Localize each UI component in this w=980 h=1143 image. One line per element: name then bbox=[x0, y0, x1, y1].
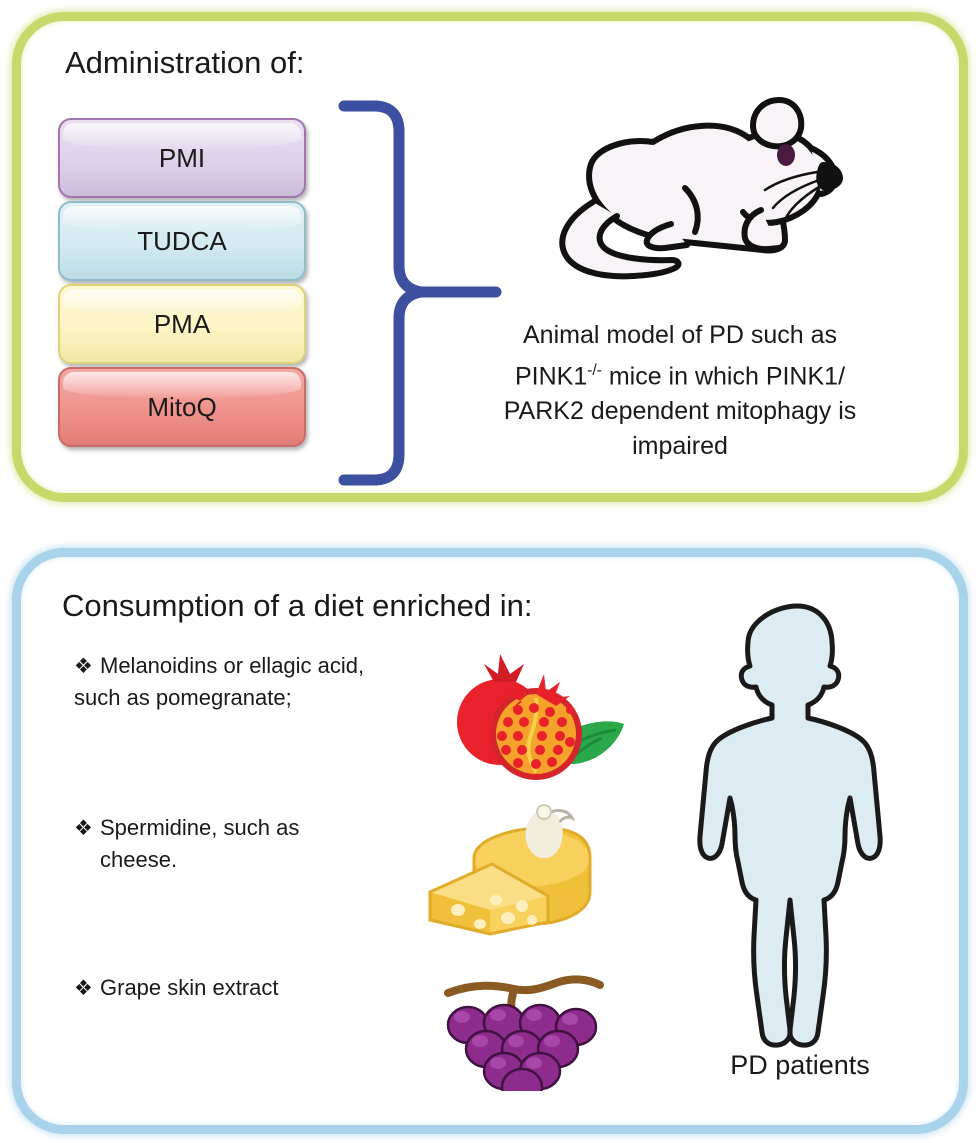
diet-heading: Consumption of a diet enriched in: bbox=[62, 588, 533, 623]
patient-label: PD patients bbox=[730, 1050, 870, 1080]
diamond-bullet-icon: ❖ bbox=[74, 977, 93, 1000]
diamond-bullet-icon: ❖ bbox=[74, 655, 93, 678]
drug-label: MitoQ bbox=[147, 391, 217, 422]
grapes-icon bbox=[444, 975, 604, 1091]
bullet-line-1: Grape skin extract bbox=[100, 975, 279, 1000]
genotype-superscript: -/- bbox=[587, 362, 602, 379]
cheese-icon bbox=[428, 804, 592, 936]
bullet-item: ❖ Spermidine, such as cheese. bbox=[74, 812, 404, 875]
bullet-line-2: cheese. bbox=[100, 847, 178, 872]
human-body-icon bbox=[697, 603, 883, 1048]
drug-box-pma: PMA bbox=[58, 284, 306, 364]
administration-heading: Administration of: bbox=[65, 45, 305, 80]
model-line-1: Animal model of PD such as bbox=[522, 321, 838, 349]
drug-list: PMI TUDCA PMA MitoQ bbox=[58, 118, 306, 450]
bullet-item: ❖ Grape skin extract bbox=[74, 972, 404, 1004]
bullet-line-1: Spermidine, such as bbox=[100, 815, 300, 840]
model-line-4: impaired bbox=[632, 432, 728, 461]
bullet-line-1: Melanoidins or ellagic acid, bbox=[100, 653, 365, 678]
bullet-line-2: such as pomegranate; bbox=[74, 685, 292, 710]
pomegranate-icon bbox=[457, 654, 624, 780]
mouse-icon bbox=[559, 97, 843, 280]
drug-box-tudca: TUDCA bbox=[58, 201, 306, 281]
drug-label: PMI bbox=[158, 142, 206, 173]
drug-box-mitoq: MitoQ bbox=[58, 367, 306, 447]
drug-label: PMA bbox=[153, 308, 211, 339]
model-line-3: PARK2 dependent mitophagy is bbox=[503, 397, 857, 426]
diamond-bullet-icon: ❖ bbox=[74, 817, 93, 840]
animal-model-description: Animal model of PD such as PINK1-/- mice… bbox=[503, 321, 857, 461]
curly-brace-icon bbox=[338, 100, 502, 486]
bullet-item: ❖ Melanoidins or ellagic acid, such as po… bbox=[74, 650, 404, 713]
drug-box-pmi: PMI bbox=[58, 118, 306, 198]
drug-label: TUDCA bbox=[137, 225, 227, 256]
